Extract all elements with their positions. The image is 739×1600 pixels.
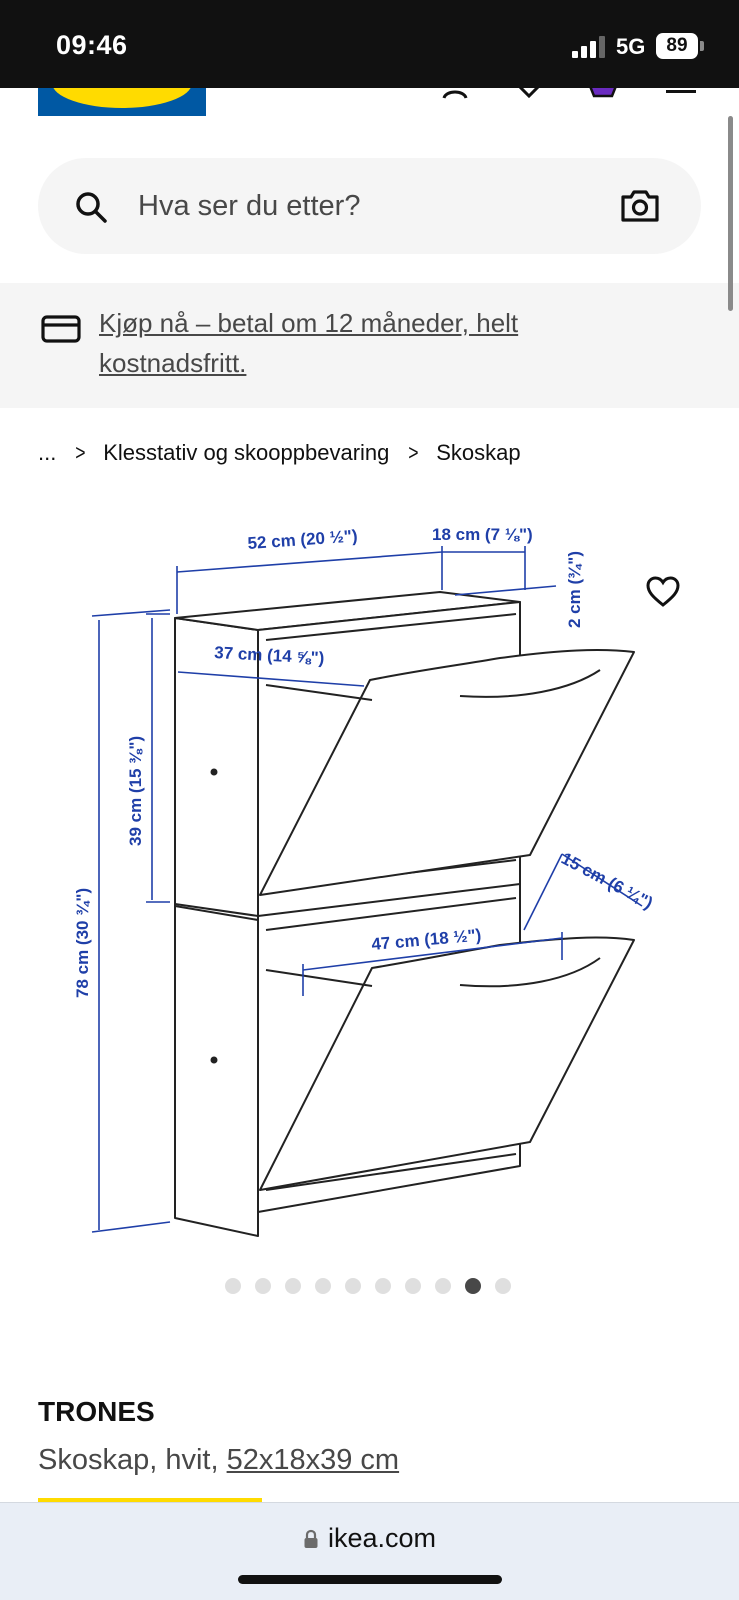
breadcrumb-ellipsis[interactable]: ... xyxy=(38,440,57,465)
carousel-dot[interactable] xyxy=(225,1278,241,1294)
ikea-logo[interactable] xyxy=(38,88,206,116)
network-type: 5G xyxy=(616,34,646,59)
search-bar[interactable] xyxy=(38,158,701,254)
dimension-depth: 18 cm (7 ⅛") xyxy=(432,525,533,544)
carousel-dot[interactable] xyxy=(345,1278,361,1294)
camera-icon[interactable] xyxy=(620,188,660,224)
breadcrumb-item-current[interactable]: Skoskap xyxy=(436,440,521,465)
product-size-link[interactable]: 52x18x39 cm xyxy=(226,1444,400,1476)
menu-icon[interactable] xyxy=(666,88,696,100)
battery-icon: 89 xyxy=(656,33,698,59)
carousel-dot[interactable] xyxy=(435,1278,451,1294)
carousel-dots xyxy=(225,1278,525,1294)
carousel-dot[interactable] xyxy=(375,1278,391,1294)
search-icon xyxy=(76,192,107,223)
carousel-dot[interactable] xyxy=(285,1278,301,1294)
signal-icon xyxy=(572,36,606,58)
carousel-dot[interactable] xyxy=(315,1278,331,1294)
site-header xyxy=(0,88,739,128)
dimension-drawing: 52 cm (20 ½") 18 cm (7 ⅛") 2 cm (¾") 37 … xyxy=(73,525,656,1237)
dimension-section-height: 39 cm (15 ⅜") xyxy=(126,736,145,846)
heart-icon[interactable] xyxy=(514,88,544,100)
carousel-dot-active[interactable] xyxy=(465,1278,481,1294)
cart-icon[interactable] xyxy=(588,88,618,100)
lock-icon xyxy=(304,1529,318,1548)
browser-address-bar[interactable]: ikea.com xyxy=(0,1502,739,1600)
promo-banner: Kjøp nå – betal om 12 måneder, helt kost… xyxy=(0,283,739,408)
search-input[interactable] xyxy=(138,184,598,228)
product-image-gallery[interactable]: 52 cm (20 ½") 18 cm (7 ⅛") 2 cm (¾") 37 … xyxy=(0,490,739,1270)
status-time: 09:46 xyxy=(56,30,128,60)
dimension-total-height: 78 cm (30 ¾") xyxy=(73,888,92,998)
favorite-heart-icon[interactable] xyxy=(645,575,681,609)
dimension-width: 52 cm (20 ½") xyxy=(247,526,358,553)
carousel-dot[interactable] xyxy=(255,1278,271,1294)
promo-link[interactable]: Kjøp nå – betal om 12 måneder, helt kost… xyxy=(99,308,519,378)
dimension-top: 2 cm (¾") xyxy=(565,551,584,628)
breadcrumb: ... > Klesstativ og skooppbevaring > Sko… xyxy=(38,438,521,468)
carousel-dot[interactable] xyxy=(405,1278,421,1294)
logo-ellipse xyxy=(52,88,192,108)
product-description: Skoskap, hvit, 52x18x39 cm xyxy=(38,1444,399,1477)
breadcrumb-item-category[interactable]: Klesstativ og skooppbevaring xyxy=(103,440,390,465)
url-text[interactable]: ikea.com xyxy=(328,1523,437,1553)
home-indicator[interactable] xyxy=(238,1575,502,1584)
battery-tip xyxy=(700,41,704,51)
user-icon[interactable] xyxy=(440,88,470,100)
scrollbar[interactable] xyxy=(728,116,733,311)
chevron-right-icon: > xyxy=(75,440,86,465)
credit-card-icon xyxy=(41,315,81,343)
price-highlight-bar xyxy=(38,1498,262,1502)
chevron-right-icon: > xyxy=(408,440,419,465)
dimension-flap-depth: 15 cm (6 ¼") xyxy=(558,849,656,913)
product-type: Skoskap, hvit, xyxy=(38,1444,227,1476)
status-bar: 09:46 5G 89 xyxy=(0,0,739,88)
carousel-dot[interactable] xyxy=(495,1278,511,1294)
product-name: TRONES xyxy=(38,1396,155,1427)
